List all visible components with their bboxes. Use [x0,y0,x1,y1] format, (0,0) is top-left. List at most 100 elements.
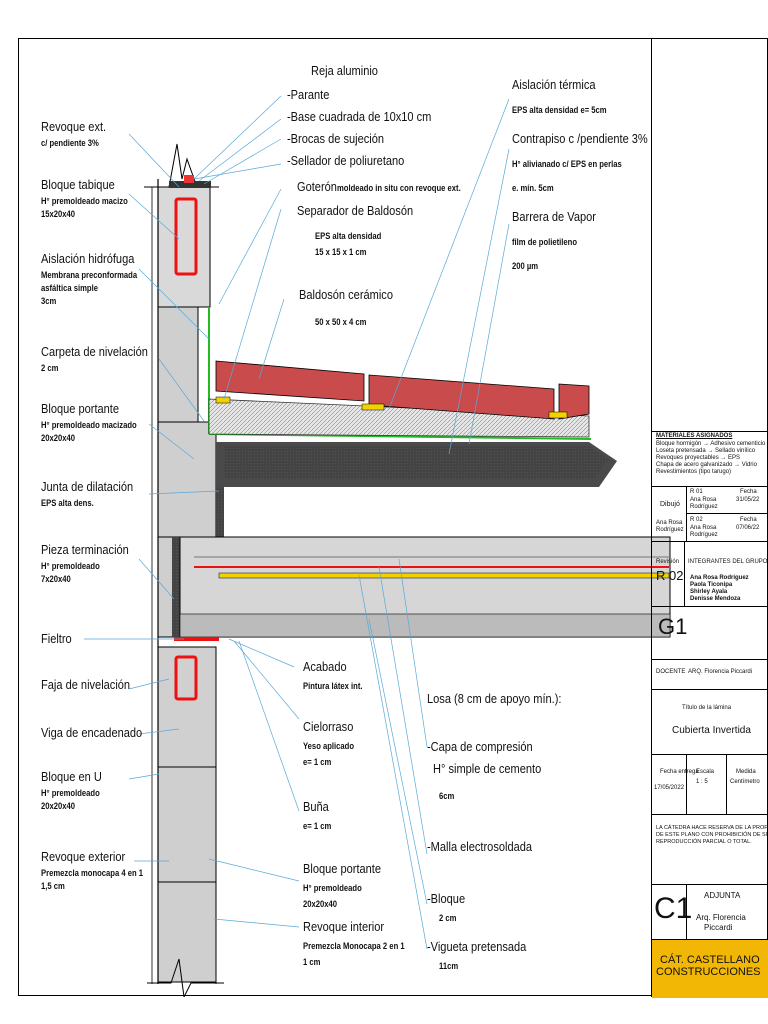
label-left-2-sub-2: 3cm [41,296,57,306]
sellador [184,175,194,183]
bloque-losa [179,613,671,638]
dibujo-name-2: Rodríguez [656,527,684,533]
label-left-11-sub-1: 1,5 cm [41,881,65,891]
baldoson-sub: 50 x 50 x 4 cm [315,317,367,327]
baldoson-title: Baldosón cerámico [299,287,393,302]
bloque-portante-upper [157,306,199,423]
bloque-tabique [157,186,211,308]
label-right-2-title: Barrera de Vapor [512,209,596,224]
rev1-r: R 01 [690,489,703,495]
reja-item-1: -Base cuadrada de 10x10 cm [287,109,432,124]
losa-item-0-title2: H° simple de cemento [433,761,542,776]
escala: 1 : 5 [696,779,708,785]
integrante-0: Ana Rosa Rodríguez [690,575,749,581]
dibujo-label: Dibujó [660,501,680,508]
separador-1 [361,403,385,411]
rebar-viga [174,655,198,701]
adjunta-1: Arq. Florencia [696,913,746,922]
title-block: MATERIALES ASIGNADOS Bloque hormigón → A… [651,39,768,998]
material-2: Revoques proyectables → EPS [656,455,741,461]
label-bottom-3-sub-1: 20x20x40 [303,899,338,909]
fecha-label: Fecha entrega [660,769,699,775]
label-right-1-sub-1: e. mín. 5cm [512,183,554,193]
label-left-4-sub-0: H° premoldeado macizado [41,420,137,430]
label-bottom-1-sub-0: Yeso aplicado [303,741,355,751]
label-left-0-sub-0: c/ pendiente 3% [41,138,99,148]
wall [144,143,224,997]
junta-dilatacion [216,442,224,537]
label-right-1-sub-0: H° alivianado c/ EPS en perlas [512,159,622,169]
label-left-8-title: Faja de nivelación [41,677,131,692]
baldoson-1 [215,360,365,402]
label-left-1-sub-1: 15x20x40 [41,209,76,219]
cargo: ADJUNTA [704,891,741,900]
label-left-1-sub-0: H° premoldeado macizo [41,196,128,206]
bloque-u [157,646,217,768]
catedra-1: CÁT. CASTELLANO [660,954,760,966]
grupo: G1 [658,614,688,639]
label-left-4-title: Bloque portante [41,401,120,416]
separador-2 [548,411,568,419]
label-bottom-0-sub-0: Pintura látex int. [303,681,363,691]
label-bottom-4-sub-1: 1 cm [303,957,321,967]
materiales-title: MATERIALES ASIGNADOS [656,433,733,439]
label-left-7-title: Fieltro [41,631,72,646]
reja-title: Reja aluminio [311,63,378,78]
escala-label: Escala [696,769,715,775]
integrante-1: Paola Ticonipa [690,582,733,588]
separador-sub-0: EPS alta densidad [315,231,382,241]
vigueta [218,572,670,579]
label-bottom-0-title: Acabado [303,659,347,674]
label-bottom-3-title: Bloque portante [303,861,382,876]
losa-item-2-title: -Bloque [427,891,466,906]
rev2-name-2: Rodríguez [690,532,718,538]
label-right-0-title: Aislación térmica [512,77,596,92]
label-right-0-sub-0: EPS alta densidad e= 5cm [512,105,607,115]
losa-item-1-title: -Malla electrosoldada [427,839,533,854]
reserva: LA CÁTEDRA HACE RESERVA DE LA PROPIEDADD… [656,825,768,846]
label-bottom-4-sub-0: Premezcla Monocapa 2 en 1 [303,941,405,951]
reja-item-3: -Sellador de poliuretano [287,153,405,168]
label-left-6-title: Pieza terminación [41,542,129,557]
reja-item-0: -Parante [287,87,330,102]
integrantes-title: INTEGRANTES DEL GRUPO [688,559,768,565]
losa-item-3-sub: 11cm [439,961,459,971]
losa [174,536,671,641]
separador-sub-1: 15 x 15 x 1 cm [315,247,367,257]
label-bottom-2-title: Buña [303,799,329,814]
reja-item-2: -Brocas de sujeción [287,131,385,146]
catedra-box: CÁT. CASTELLANO CONSTRUCCIONES [652,939,768,998]
integrante-2: Shirley Ayala [690,589,728,595]
label-left-10-sub-0: H° premoldeado [41,788,100,798]
losa-item-2-sub: 2 cm [439,913,457,923]
fieltro [174,637,219,641]
label-left-11-title: Revoque exterior [41,849,126,864]
reserva-line-1: DE ESTE PLANO CON PROHIBICIÓN DE SU [656,832,768,838]
label-bottom-2-sub-0: e= 1 cm [303,821,332,831]
material-4: Revestimientos (tipo tarugo) [656,469,732,475]
titulo: Cubierta Invertida [672,725,751,736]
label-left-11-sub-0: Premezcla monocapa 4 en 1 [41,868,144,878]
medida-label: Medida [736,769,756,775]
rev2-fecha-label: Fecha [740,517,757,523]
catedra-2: CONSTRUCCIONES [656,966,761,978]
rev2-fecha: 07/06/22 [736,525,760,531]
rev2-name-1: Ana Rosa [690,525,717,531]
lamina-code: C1 [654,892,693,925]
drawing-sheet: Revoque ext.c/ pendiente 3%Bloque tabiqu… [18,38,768,998]
rev1-name-1: Ana Rosa [690,497,717,503]
label-left-10-title: Bloque en U [41,769,102,784]
bloque-base [157,881,217,983]
label-left-6-sub-0: H° premoldeado [41,561,100,571]
rev1-fecha: 31/05/22 [736,497,760,503]
reserva-line-0: LA CÁTEDRA HACE RESERVA DE LA PROPIEDAD [656,825,768,831]
baldoson-2 [368,374,555,420]
losa-item-0-title: -Capa de compresión [427,739,533,754]
fecha: 17/05/2022 [654,785,685,791]
label-left-10-sub-1: 20x20x40 [41,801,76,811]
adjunta-2: Piccardi [704,923,733,932]
dibujo-name-1: Ana Rosa [656,520,683,526]
revision: R 02 [656,568,684,583]
goteron-title: Goterón [297,179,337,194]
